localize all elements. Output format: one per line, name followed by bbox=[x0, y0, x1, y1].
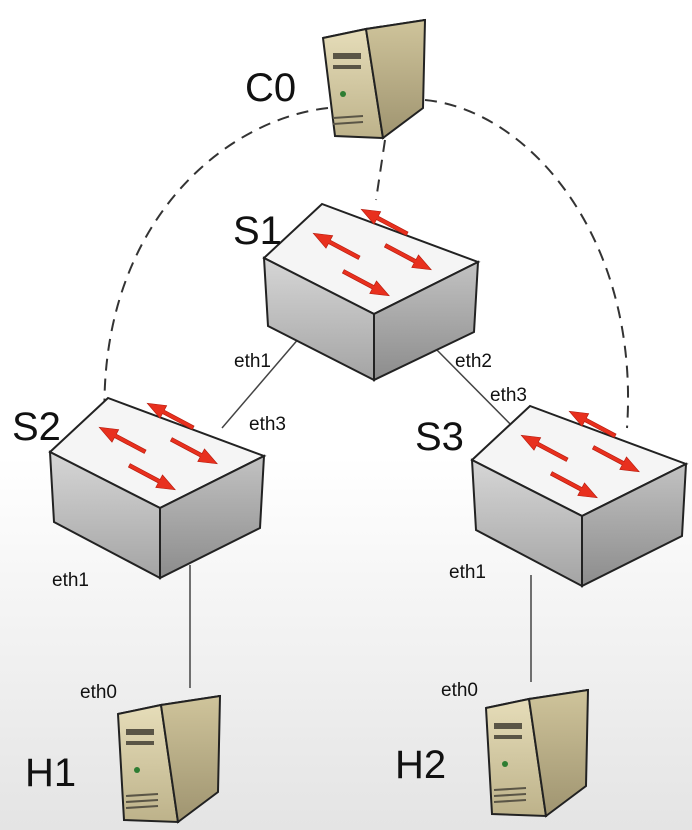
data-links bbox=[189, 329, 532, 688]
port-label-s2-eth3: eth3 bbox=[249, 414, 286, 435]
port-label-s1-eth2: eth2 bbox=[455, 351, 492, 372]
control-link-c0-s3 bbox=[424, 99, 630, 429]
port-label-s1-eth1: eth1 bbox=[234, 351, 271, 372]
node-label-c0: C0 bbox=[245, 66, 296, 110]
port-label-s2-eth1: eth1 bbox=[52, 570, 89, 591]
network-switch-icon bbox=[470, 404, 689, 588]
port-label-s3-eth3: eth3 bbox=[490, 385, 527, 406]
network-switch-icon bbox=[262, 202, 481, 382]
port-labels: eth1 eth3 eth2 eth3 eth1 eth0 eth1 eth0 bbox=[52, 351, 527, 703]
switch-s1 bbox=[262, 202, 481, 382]
control-link-c0-s1 bbox=[375, 139, 386, 201]
node-label-s3: S3 bbox=[415, 415, 464, 459]
node-label-h2: H2 bbox=[395, 743, 446, 787]
control-link-c0-s2 bbox=[103, 107, 329, 429]
port-label-h2-eth0: eth0 bbox=[441, 680, 478, 701]
server-icon bbox=[116, 694, 222, 824]
host-h2 bbox=[484, 688, 590, 818]
node-label-s2: S2 bbox=[12, 405, 61, 449]
port-label-s3-eth1: eth1 bbox=[449, 562, 486, 583]
network-switch-icon bbox=[48, 396, 267, 580]
node-label-h1: H1 bbox=[25, 751, 76, 795]
node-label-s1: S1 bbox=[233, 209, 282, 253]
controller-c0 bbox=[321, 18, 427, 140]
control-links bbox=[103, 99, 630, 429]
server-icon bbox=[321, 18, 427, 140]
switch-s2 bbox=[48, 396, 267, 580]
switch-s3 bbox=[470, 404, 689, 588]
host-h1 bbox=[116, 694, 222, 824]
server-icon bbox=[484, 688, 590, 818]
link-s1-s2 bbox=[221, 329, 307, 429]
link-s1-s3 bbox=[431, 344, 525, 439]
port-label-h1-eth0: eth0 bbox=[80, 682, 117, 703]
